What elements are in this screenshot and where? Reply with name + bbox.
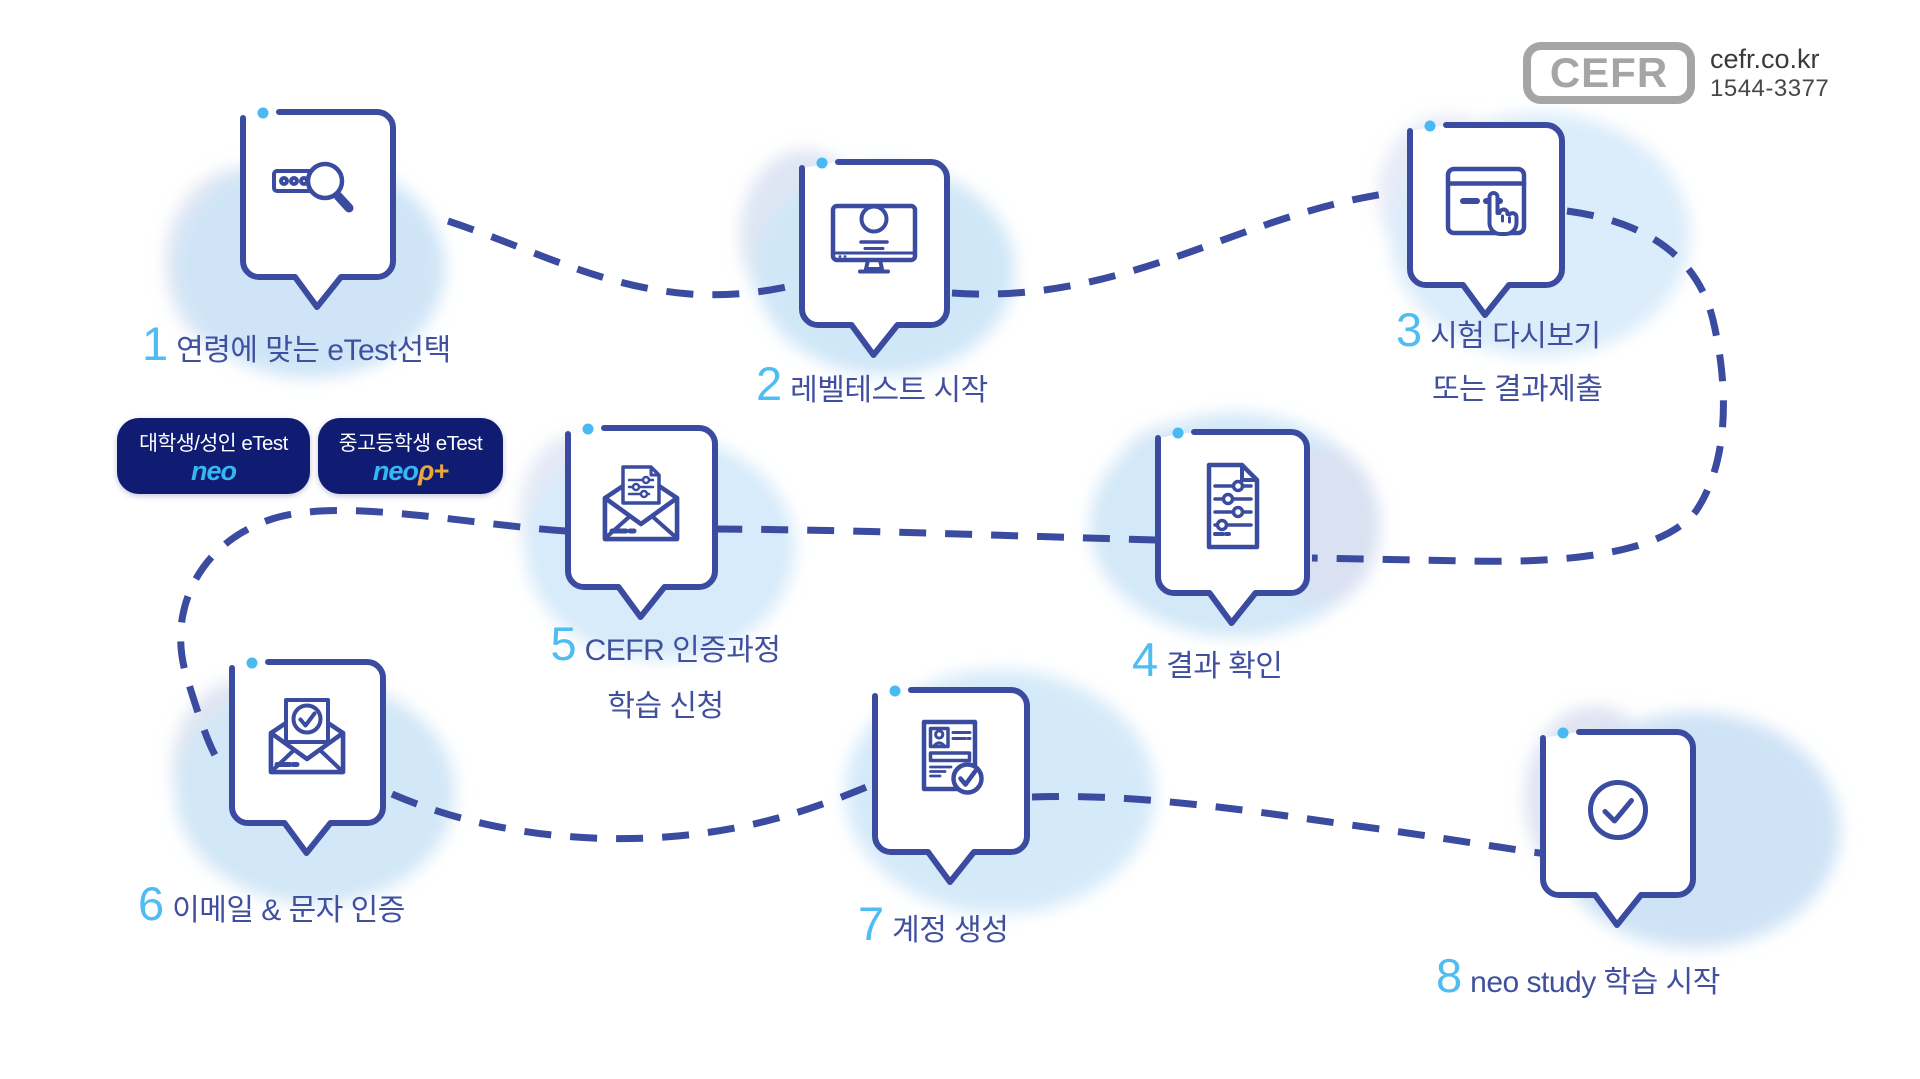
step-text: 이메일 & 문자 인증 bbox=[172, 894, 405, 927]
connector-2-3 bbox=[951, 189, 1391, 298]
step-number: 2 bbox=[756, 357, 783, 410]
connector-7-8 bbox=[1031, 792, 1563, 860]
step-text-line2: 또는 결과제출 bbox=[1432, 373, 1603, 406]
step-text: 레벨테스트 시작 bbox=[790, 374, 988, 407]
etest-button-label: 대학생/성인 eTest bbox=[139, 432, 288, 456]
cefr-logo: CEFR bbox=[1523, 42, 1695, 104]
step-label-2: 2 레벨테스트 시작 bbox=[756, 360, 988, 409]
cefr-logo-text: CEFR bbox=[1549, 49, 1669, 96]
bubble-accent-dot bbox=[246, 657, 258, 669]
step-number: 3 bbox=[1396, 303, 1423, 356]
step-number: 5 bbox=[550, 617, 577, 670]
step-text: 시험 다시보기 bbox=[1430, 320, 1601, 353]
apply-envelope-icon bbox=[602, 465, 680, 542]
complete-check-icon bbox=[1588, 780, 1648, 840]
step-text: 결과 확인 bbox=[1166, 650, 1283, 683]
connector-4-5 bbox=[717, 525, 1157, 544]
step-label-8: 8 neo study 학습 시작 bbox=[1436, 952, 1720, 1001]
speech-bubble-1 bbox=[240, 109, 396, 310]
step-label-1: 1 연령에 맞는 eTest선택 bbox=[142, 320, 451, 369]
step-text: 계정 생성 bbox=[892, 914, 1009, 947]
connector-6-7 bbox=[390, 782, 871, 843]
brand-header: CEFR cefr.co.kr 1544-3377 bbox=[1523, 42, 1829, 104]
connector-5-6 bbox=[177, 507, 567, 759]
step-number: 7 bbox=[858, 897, 885, 950]
bubble-accent-dot bbox=[1424, 120, 1436, 132]
search-etest-icon bbox=[272, 161, 354, 213]
step-number: 1 bbox=[142, 317, 169, 370]
step-number: 4 bbox=[1132, 633, 1159, 686]
etest-button-adult[interactable]: 대학생/성인 eTest neo bbox=[117, 418, 310, 494]
step-text: 연령에 맞는 eTest선택 bbox=[176, 334, 451, 367]
step-icons bbox=[268, 161, 1648, 840]
step-text: neo study 학습 시작 bbox=[1470, 966, 1720, 999]
level-test-monitor-icon bbox=[830, 203, 918, 274]
neo-p-logo: neoρ+ bbox=[372, 456, 449, 487]
speech-bubble-3 bbox=[1407, 122, 1565, 318]
step-label-6: 6 이메일 & 문자 인증 bbox=[138, 880, 405, 929]
exam-review-click-icon bbox=[1445, 166, 1527, 237]
step-number: 8 bbox=[1436, 949, 1463, 1002]
neo-logo: neo bbox=[190, 456, 237, 487]
brand-website: cefr.co.kr bbox=[1710, 43, 1820, 74]
brand-contact: cefr.co.kr 1544-3377 bbox=[1710, 44, 1829, 103]
step-label-5: 5 CEFR 인증과정 학습 신청 bbox=[498, 620, 833, 725]
step-label-4: 4 결과 확인 bbox=[1132, 633, 1283, 686]
etest-button-secondary[interactable]: 중고등학생 eTest neoρ+ bbox=[318, 418, 503, 494]
bubble-accent-dot bbox=[1172, 427, 1184, 439]
speech-bubbles bbox=[229, 107, 1696, 928]
connector-1-2 bbox=[446, 217, 801, 299]
bubble-accent-dot bbox=[582, 423, 594, 435]
step-text-line2: 학습 신청 bbox=[607, 690, 724, 723]
connector-3-4 bbox=[1311, 207, 1727, 565]
bubble-accent-dot bbox=[816, 157, 828, 169]
step-label-7: 7 계정 생성 bbox=[858, 897, 1009, 950]
step-text: CEFR 인증과정 bbox=[584, 634, 781, 667]
step-label-3: 3 시험 다시보기 bbox=[1396, 306, 1601, 355]
bubble-accent-dot bbox=[1557, 727, 1569, 739]
etest-button-label: 중고등학생 eTest bbox=[338, 432, 483, 456]
email-sms-verify-icon bbox=[268, 698, 346, 775]
account-id-card-icon bbox=[921, 719, 984, 795]
connector-paths bbox=[177, 189, 1727, 860]
result-report-icon bbox=[1206, 462, 1260, 550]
bubble-accent-dot bbox=[257, 107, 269, 119]
brand-phone: 1544-3377 bbox=[1710, 74, 1830, 102]
speech-bubble-8 bbox=[1540, 729, 1696, 928]
step-number: 6 bbox=[138, 877, 165, 930]
bubble-accent-dot bbox=[889, 685, 901, 697]
